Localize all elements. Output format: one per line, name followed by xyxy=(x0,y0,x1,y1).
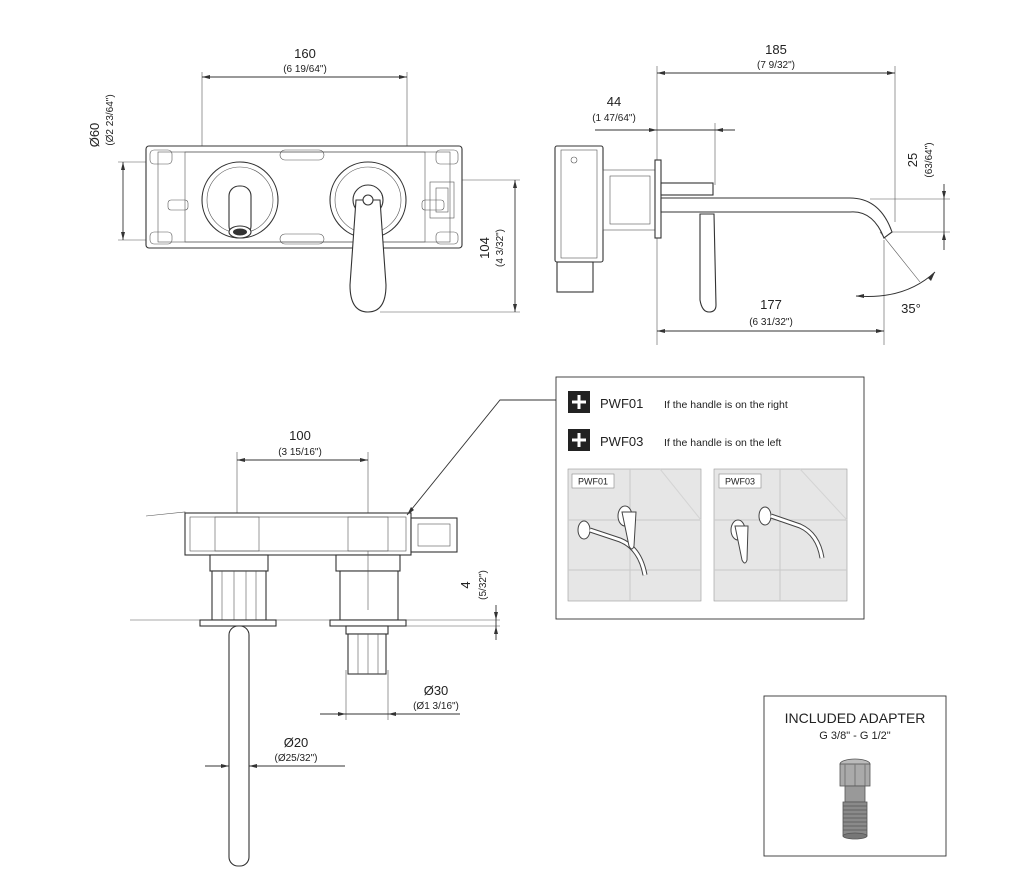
option-description: If the handle is on the right xyxy=(664,399,788,411)
width-dim-mm: 160 xyxy=(294,46,316,61)
option-item: PWF03 If the handle is on the left xyxy=(568,429,781,451)
options-panel: PWF01 If the handle is on the right PWF0… xyxy=(555,376,865,620)
drop-mm: 25 xyxy=(905,153,920,167)
side-view: 185 (7 9/32") 44 (1 47/64") 25 (63/64") … xyxy=(554,42,950,345)
option-code: PWF03 xyxy=(600,434,643,449)
body-diameter-in: (Ø1 3/16") xyxy=(413,701,459,712)
thumbnail-pwf01: PWF01 xyxy=(567,468,702,602)
adapter-title: INCLUDED ADAPTER xyxy=(785,710,926,726)
adapter-spec: G 3/8" - G 1/2" xyxy=(819,730,890,742)
body-diameter-mm: Ø30 xyxy=(424,683,449,698)
overall-length-in: (7 9/32") xyxy=(757,60,795,71)
offset-mm: 4 xyxy=(458,581,473,588)
option-code: PWF01 xyxy=(600,396,643,411)
option-item: PWF01 If the handle is on the right xyxy=(568,391,788,413)
front-view: 160 (6 19/64") Ø60 (Ø2 23/64") 104 (4 3/… xyxy=(87,46,520,313)
drop-in: (63/64") xyxy=(924,142,935,177)
offset-in: (5/32") xyxy=(478,570,489,600)
spacing-in: (3 15/16") xyxy=(278,447,322,458)
spout-angle: 35° xyxy=(901,301,921,316)
spacing-mm: 100 xyxy=(289,428,311,443)
diameter-dim-mm: Ø60 xyxy=(87,123,102,148)
spout-diameter-mm: Ø20 xyxy=(284,735,309,750)
thumbnail-pwf03: PWF03 xyxy=(713,468,848,602)
adapter-image xyxy=(839,758,871,840)
spout-diameter-in: (Ø25/32") xyxy=(274,753,317,764)
width-dim-in: (6 19/64") xyxy=(283,64,327,75)
spout-length-mm: 177 xyxy=(760,297,782,312)
depth-in: (1 47/64") xyxy=(592,113,636,124)
diameter-dim-in: (Ø2 23/64") xyxy=(105,94,116,145)
overall-length-mm: 185 xyxy=(765,42,787,57)
spout-length-in: (6 31/32") xyxy=(749,317,793,328)
top-view: 100 (3 15/16") 4 (5/32") Ø30 (Ø1 3/16") … xyxy=(130,399,556,867)
option-description: If the handle is on the left xyxy=(664,437,781,449)
thumb-label: PWF03 xyxy=(725,477,755,487)
height-dim-mm: 104 xyxy=(477,237,492,259)
thumb-label: PWF01 xyxy=(578,477,608,487)
height-dim-in: (4 3/32") xyxy=(495,229,506,267)
adapter-panel: INCLUDED ADAPTER G 3/8" - G 1/2" xyxy=(763,695,947,857)
depth-mm: 44 xyxy=(607,94,621,109)
